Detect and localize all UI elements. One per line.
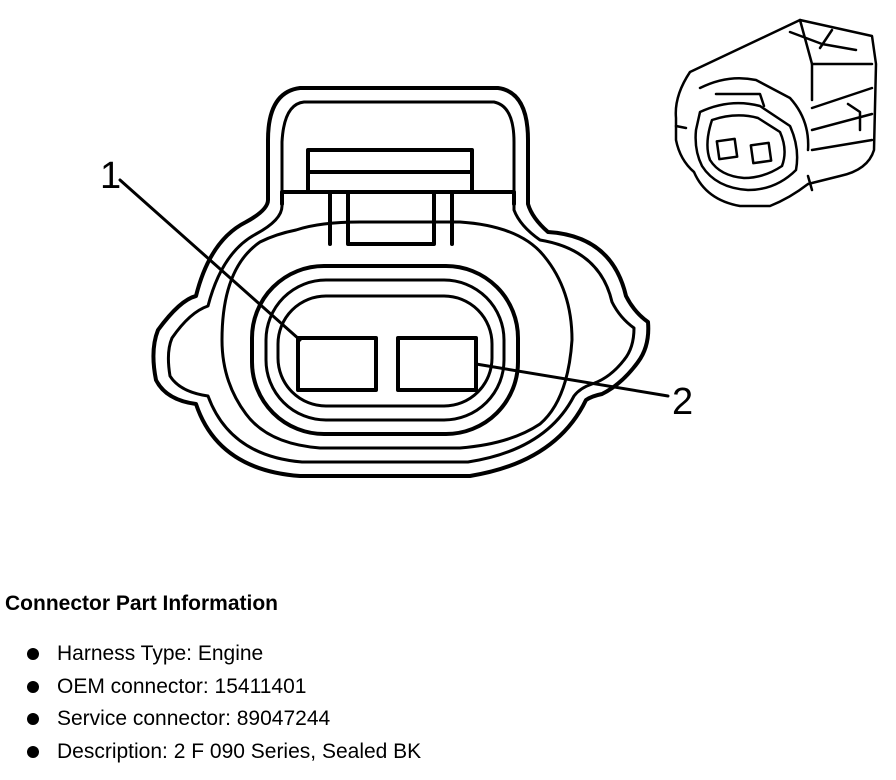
locking-tab <box>280 148 516 246</box>
list-item-service-connector: Service connector: 89047244 <box>27 703 865 736</box>
list-item-text: Harness Type: Engine <box>57 642 264 665</box>
connector-diagram: 1 2 <box>100 18 878 478</box>
seal-outline <box>220 220 574 450</box>
list-item-description: Description: 2 F 090 Series, Sealed BK <box>27 736 865 769</box>
connector-part-information: Connector Part Information Harness Type:… <box>5 592 865 768</box>
cavity-ring-outer <box>250 264 520 436</box>
info-list: Harness Type: Engine OEM connector: 1541… <box>5 638 865 768</box>
inner-housing-outline <box>166 100 636 464</box>
terminal-cavity-2 <box>396 336 478 392</box>
list-item-text: OEM connector: 15411401 <box>57 674 307 698</box>
connector-isometric-view <box>674 18 878 208</box>
info-title: Connector Part Information <box>5 592 279 615</box>
outer-housing-outline <box>151 86 651 478</box>
callout-1: 1 <box>100 155 121 197</box>
cavity-ring-middle <box>264 278 506 422</box>
leader-line-1 <box>118 178 302 342</box>
cavity-ring-inner <box>276 294 494 408</box>
list-item-harness-type: Harness Type: Engine <box>27 638 865 671</box>
list-item-text: Service connector: 89047244 <box>57 707 331 730</box>
terminal-cavity-1 <box>296 336 378 392</box>
callout-2: 2 <box>672 381 693 423</box>
connector-face-view <box>118 86 670 478</box>
bullet-icon <box>27 648 39 660</box>
bullet-icon <box>27 745 39 758</box>
bullet-icon <box>27 713 39 725</box>
leader-line-2 <box>474 362 670 398</box>
list-item-text: Description: 2 F 090 Series, Sealed BK <box>57 739 422 763</box>
bullet-icon <box>27 680 39 693</box>
list-item-oem-connector: OEM connector: 15411401 <box>27 671 865 704</box>
